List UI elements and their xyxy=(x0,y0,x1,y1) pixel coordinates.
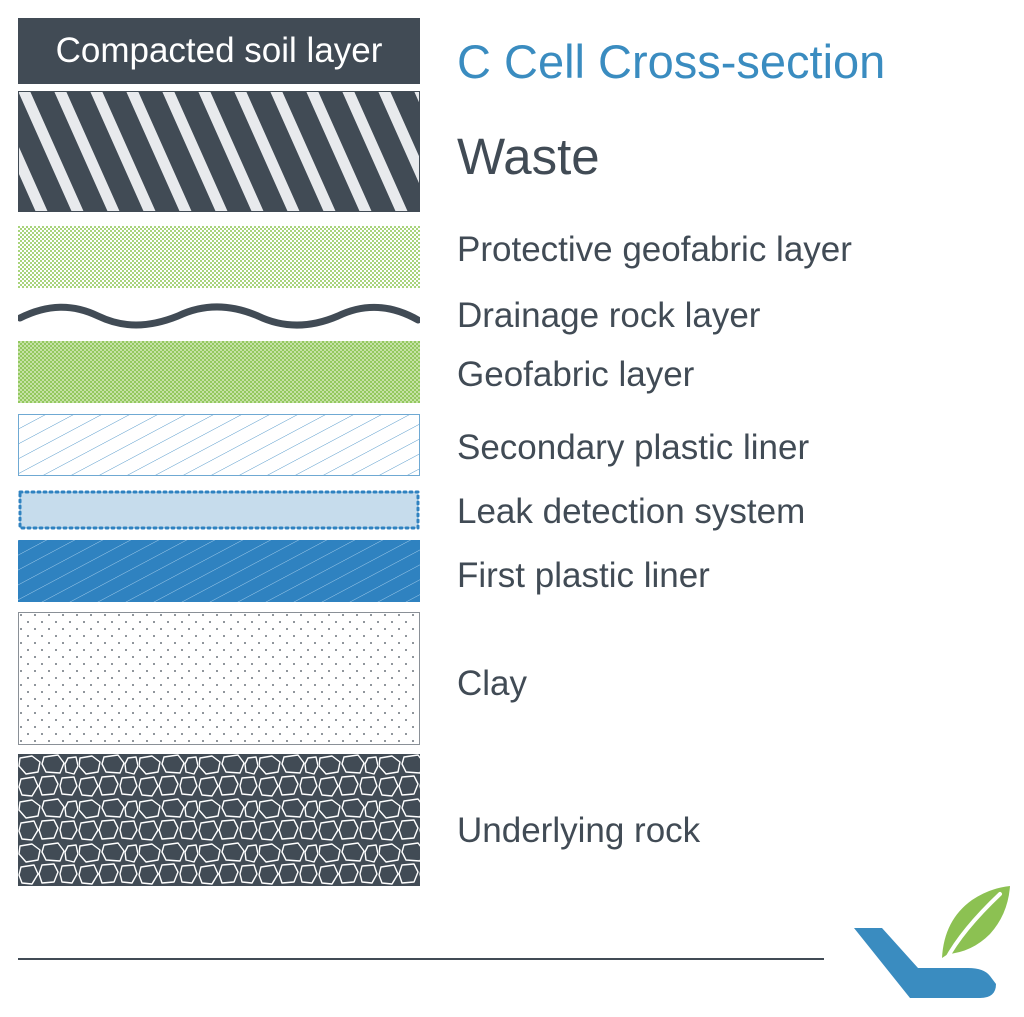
geofabric-label: Geofabric layer xyxy=(457,355,695,394)
clay-label: Clay xyxy=(457,664,528,703)
waste-label: Waste xyxy=(457,128,600,185)
underlying-rock-swatch xyxy=(18,754,420,886)
protective-geofabric-swatch xyxy=(18,226,420,288)
first-liner-label: First plastic liner xyxy=(457,556,710,595)
clay-swatch xyxy=(18,612,420,745)
leak-detection-swatch xyxy=(18,490,420,530)
protective-geofabric-label: Protective geofabric layer xyxy=(457,230,852,269)
compacted-soil-layer-box: Compacted soil layer xyxy=(18,18,420,84)
secondary-liner-swatch xyxy=(18,414,420,476)
underlying-rock-label: Underlying rock xyxy=(457,811,701,850)
first-liner-swatch xyxy=(18,540,420,602)
waste-swatch xyxy=(18,91,420,212)
geofabric-swatch xyxy=(18,341,420,403)
hand-leaf-logo-icon xyxy=(850,880,1015,1005)
compacted-soil-layer-label: Compacted soil layer xyxy=(55,31,383,70)
drainage-rock-swatch xyxy=(18,296,420,336)
leak-detection-label: Leak detection system xyxy=(457,492,806,531)
secondary-liner-label: Secondary plastic liner xyxy=(457,428,810,467)
diagram-title: C Cell Cross-section xyxy=(457,35,886,88)
footer-divider xyxy=(18,958,824,960)
drainage-rock-label: Drainage rock layer xyxy=(457,296,761,335)
